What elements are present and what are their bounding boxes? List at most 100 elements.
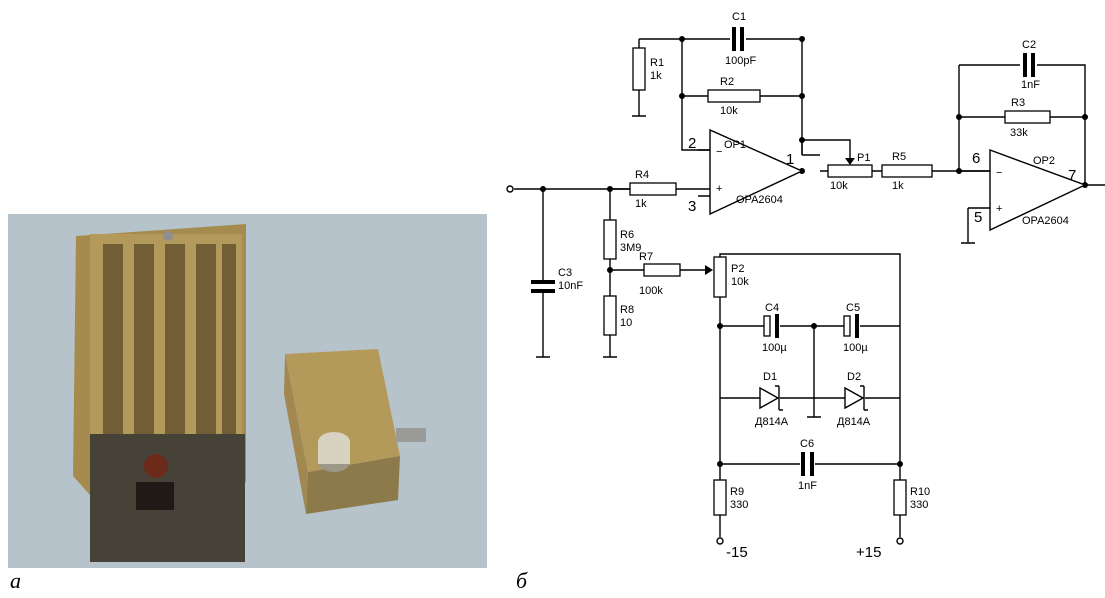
c2-ref: C2 bbox=[1022, 39, 1036, 51]
junction-dot bbox=[811, 323, 817, 329]
p1-ref: P1 bbox=[857, 152, 870, 164]
enclosure-box bbox=[73, 224, 246, 562]
junction-dot bbox=[679, 36, 685, 42]
c2-value: 1nF bbox=[1021, 79, 1040, 91]
resistor-r7 bbox=[643, 263, 681, 277]
r6-ref: R6 bbox=[620, 229, 634, 241]
resistors: R1 1k R2 10k R3 33k R4 1k R5 1k R6 3M9 R… bbox=[603, 47, 1051, 516]
r8-ref: R8 bbox=[620, 304, 634, 316]
capacitor-c5 bbox=[843, 315, 851, 337]
terminal-neg bbox=[716, 537, 724, 545]
resistor-r9 bbox=[713, 479, 727, 516]
r7-value: 100k bbox=[639, 285, 663, 297]
op2-pin-inv: 6 bbox=[972, 150, 980, 167]
junction-dot bbox=[897, 461, 903, 467]
resistor-r5 bbox=[881, 164, 933, 178]
op1-plus: + bbox=[716, 183, 722, 195]
resistor-r6 bbox=[603, 219, 617, 260]
capacitor-c4 bbox=[763, 315, 771, 337]
r2-value: 10k bbox=[720, 105, 738, 117]
resistor-r8 bbox=[603, 295, 617, 336]
capacitors: C1 100pF C2 1nF C3 10nF C4 100µ C5 100µ … bbox=[531, 11, 1040, 492]
op1-ref: OP1 bbox=[724, 139, 746, 151]
r8-value: 10 bbox=[620, 317, 632, 329]
d2-value: Д814А bbox=[837, 416, 871, 428]
resistor-r1 bbox=[632, 47, 646, 91]
potentiometer-p1 bbox=[827, 164, 873, 178]
potentiometer-p2 bbox=[713, 256, 727, 298]
r3-value: 33k bbox=[1010, 127, 1028, 139]
d1-value: Д814А bbox=[755, 416, 789, 428]
junction-dot bbox=[717, 323, 723, 329]
control-box bbox=[284, 349, 426, 514]
diodes: D1 Д814А D2 Д814А bbox=[755, 371, 871, 428]
op2-plus: + bbox=[996, 203, 1002, 215]
ventilation-slots bbox=[103, 244, 236, 460]
resistor-r3 bbox=[1004, 110, 1051, 124]
op2-part: OPA2604 bbox=[1022, 215, 1069, 227]
op2-pin-noninv: 5 bbox=[974, 209, 982, 226]
junctions bbox=[506, 36, 1088, 545]
junction-dot bbox=[679, 93, 685, 99]
r9-ref: R9 bbox=[730, 486, 744, 498]
panel-label-a: а bbox=[10, 568, 21, 593]
junction-dot bbox=[717, 461, 723, 467]
terminal-pos bbox=[896, 537, 904, 545]
junction-dot bbox=[956, 114, 962, 120]
wiper-arrow-icon bbox=[705, 265, 713, 275]
opamp-op1: − + OP1 OPA2604 2 3 1 bbox=[688, 128, 804, 216]
r2-ref: R2 bbox=[720, 76, 734, 88]
op2-minus: − bbox=[996, 167, 1002, 179]
bnc-connector-icon bbox=[396, 428, 426, 442]
op1-minus: − bbox=[716, 146, 722, 158]
panel-label-b: б bbox=[516, 568, 528, 593]
junction-dot bbox=[1082, 114, 1088, 120]
diode-d1 bbox=[759, 386, 780, 410]
r4-value: 1k bbox=[635, 198, 647, 210]
p2-ref: P2 bbox=[731, 263, 744, 275]
r5-value: 1k bbox=[892, 180, 904, 192]
supply-pos-label: +15 bbox=[856, 544, 881, 561]
circuit-schematic: − + OP1 OPA2604 2 3 1 − + OP2 OPA2604 6 … bbox=[506, 11, 1105, 561]
resistor-r2 bbox=[707, 89, 761, 103]
resistor-r4 bbox=[629, 182, 677, 196]
r7-ref: R7 bbox=[639, 251, 653, 263]
wiper-arrow-icon bbox=[845, 158, 855, 165]
r9-value: 330 bbox=[730, 499, 748, 511]
junction-dot bbox=[799, 93, 805, 99]
r10-ref: R10 bbox=[910, 486, 930, 498]
c5-ref: C5 bbox=[846, 302, 860, 314]
op1-pin-noninv: 3 bbox=[688, 198, 696, 215]
r4-ref: R4 bbox=[635, 169, 649, 181]
control-box-top bbox=[285, 349, 400, 472]
op1-pin-inv: 2 bbox=[688, 135, 696, 152]
d1-ref: D1 bbox=[763, 371, 777, 383]
device-photo bbox=[8, 214, 487, 568]
op2-ref: OP2 bbox=[1033, 155, 1055, 167]
capacitor-c1 bbox=[732, 27, 744, 51]
junction-dot bbox=[799, 36, 805, 42]
p2-value: 10k bbox=[731, 276, 749, 288]
r5-ref: R5 bbox=[892, 151, 906, 163]
p1-value: 10k bbox=[830, 180, 848, 192]
input-terminal bbox=[506, 185, 514, 193]
junction-dot bbox=[540, 186, 546, 192]
junction-dot bbox=[607, 186, 613, 192]
junction-dot bbox=[799, 137, 805, 143]
r1-value: 1k bbox=[650, 70, 662, 82]
c6-ref: C6 bbox=[800, 438, 814, 450]
r10-value: 330 bbox=[910, 499, 928, 511]
resistor-r10 bbox=[893, 479, 907, 516]
capacitor-c2 bbox=[1023, 53, 1035, 77]
junction-dot bbox=[607, 267, 613, 273]
capacitor-c3 bbox=[531, 280, 555, 293]
r3-ref: R3 bbox=[1011, 97, 1025, 109]
supply-neg-label: -15 bbox=[726, 544, 748, 561]
connector-icon bbox=[144, 454, 168, 478]
op2-pin-out: 7 bbox=[1068, 167, 1076, 184]
d2-ref: D2 bbox=[847, 371, 861, 383]
capacitor-c6 bbox=[801, 452, 814, 476]
r6-value: 3M9 bbox=[620, 242, 641, 254]
c4-value: 100µ bbox=[762, 342, 787, 354]
diode-d2 bbox=[844, 386, 865, 410]
